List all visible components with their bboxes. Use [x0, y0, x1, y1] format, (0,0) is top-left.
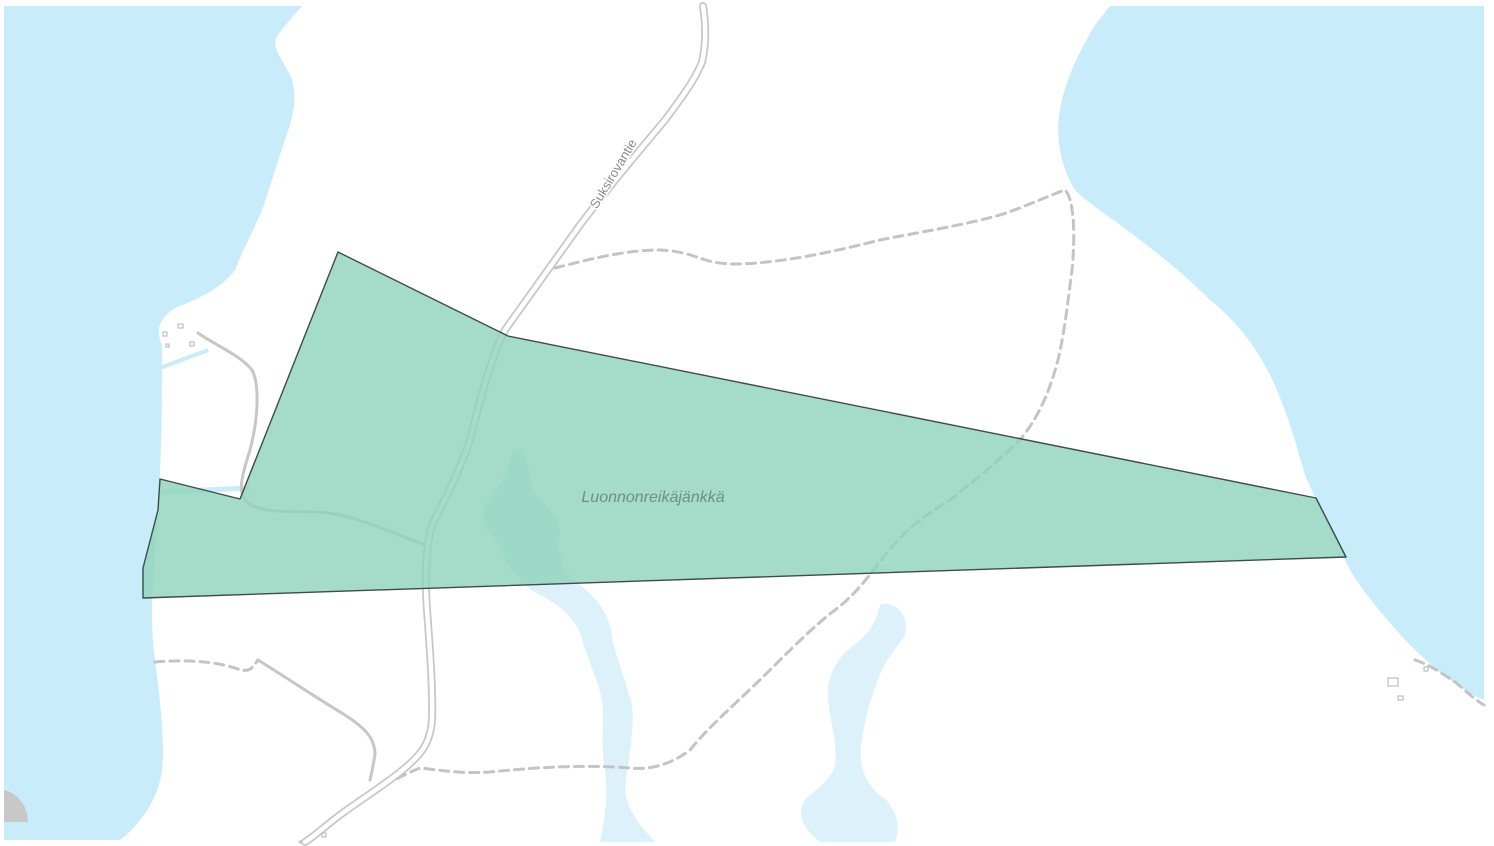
protected-area-polygon[interactable] — [142, 251, 1347, 599]
buildings — [162, 323, 1429, 838]
building-icon — [165, 343, 170, 348]
building-icon — [1387, 677, 1399, 687]
lake-west — [4, 6, 302, 840]
track-southwest — [256, 658, 377, 782]
building-icon — [189, 341, 195, 347]
building-icon — [1423, 666, 1429, 672]
building-icon — [177, 323, 184, 329]
building-icon — [4, 790, 28, 822]
footpath-southwest — [153, 658, 260, 672]
pond-south — [800, 604, 906, 842]
lake-east — [1058, 6, 1484, 700]
building-icon — [1397, 695, 1404, 701]
area-label: Luonnonreikäjänkkä — [581, 489, 724, 506]
building-icon — [162, 331, 168, 337]
water-channel-north — [159, 348, 209, 370]
building-icon — [321, 832, 327, 838]
footpath-east — [1413, 658, 1486, 707]
